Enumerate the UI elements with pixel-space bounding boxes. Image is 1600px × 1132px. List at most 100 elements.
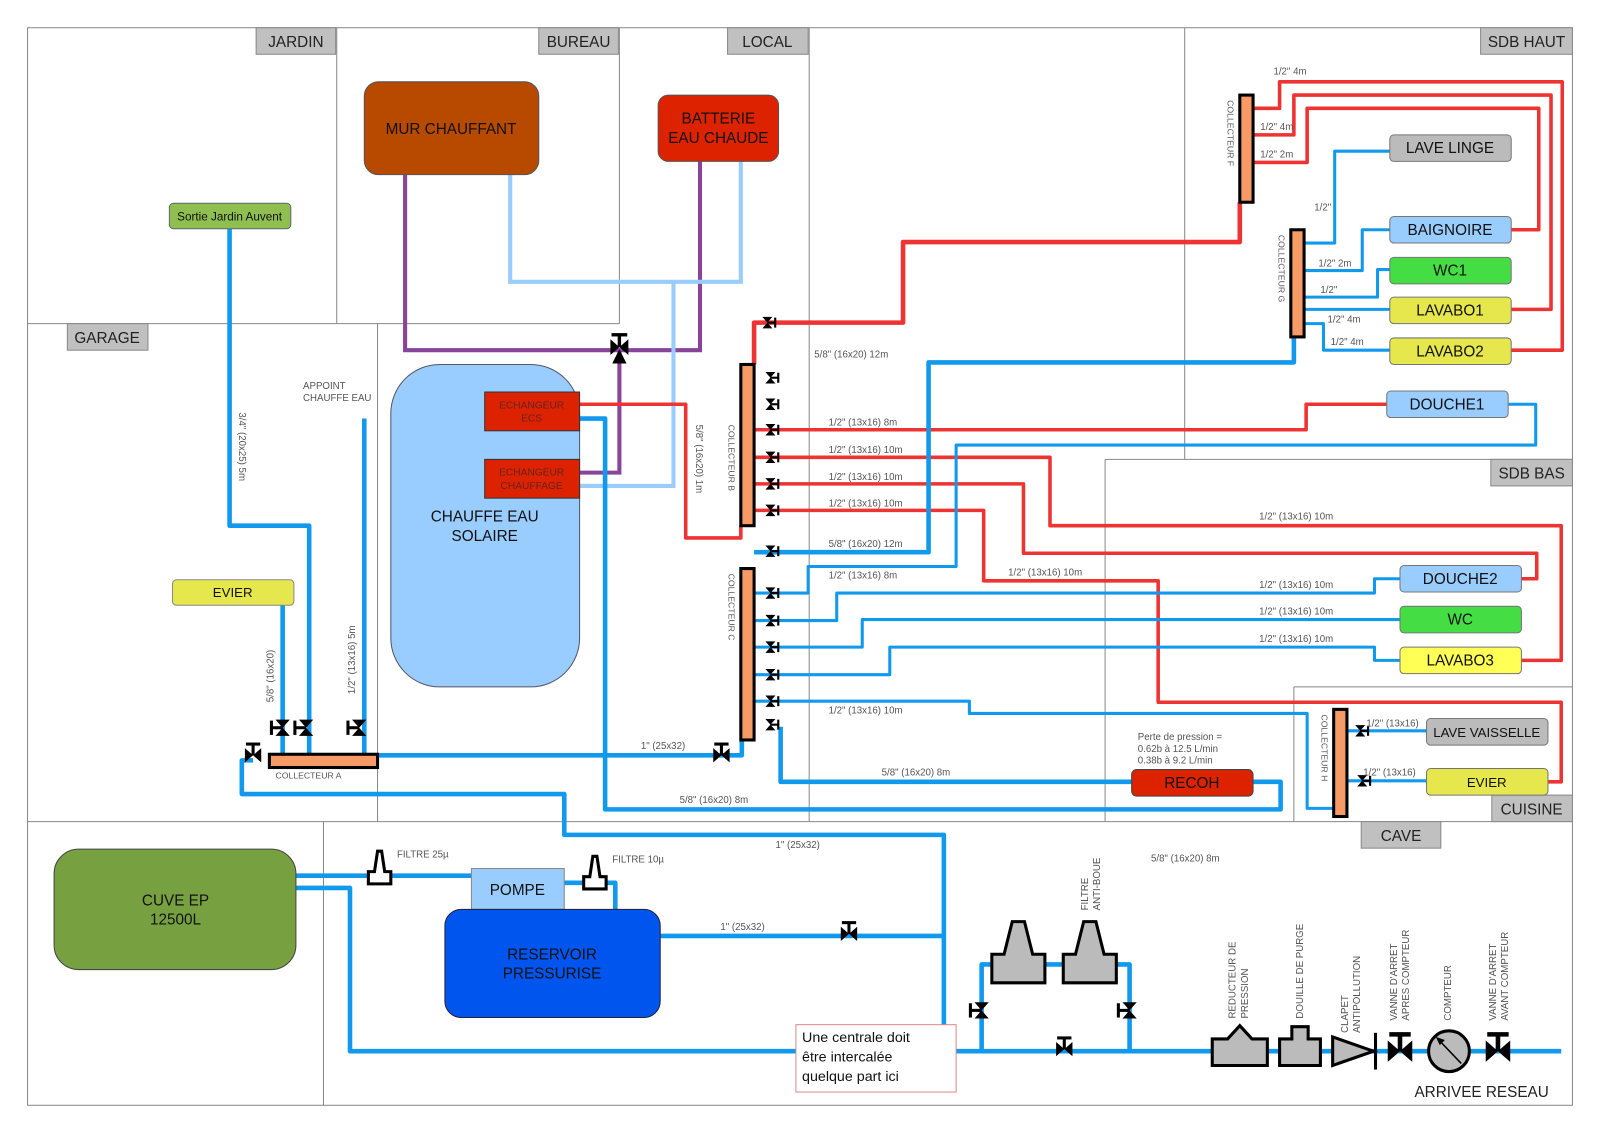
svg-text:1/2" 4m: 1/2" 4m [1260, 122, 1293, 133]
svg-text:GARAGE: GARAGE [74, 330, 139, 347]
filter-10-label: FILTRE 10µ [612, 854, 664, 865]
svg-text:COMPTEUR: COMPTEUR [1443, 965, 1454, 1020]
svg-text:3/4" (20x25) 5m: 3/4" (20x25) 5m [236, 412, 247, 481]
douille-purge-icon [1278, 1025, 1322, 1068]
valve-icon[interactable] [711, 742, 732, 764]
svg-text:1/2" (13x16): 1/2" (13x16) [1363, 768, 1415, 779]
room-label-sdb-haut: SDB HAUT [1480, 27, 1573, 55]
fixture-lavabo2: LAVABO2 [1389, 337, 1512, 365]
svg-text:1/2" (13x16) 10m: 1/2" (13x16) 10m [1259, 606, 1333, 617]
svg-text:EVIER: EVIER [1467, 775, 1507, 790]
svg-text:EVIER: EVIER [213, 585, 253, 600]
svg-text:SDB BAS: SDB BAS [1498, 466, 1564, 483]
svg-text:LAVABO2: LAVABO2 [1416, 343, 1483, 360]
svg-text:DOUCHE1: DOUCHE1 [1410, 396, 1485, 413]
appoint-label: CHAUFFE EAU [303, 393, 371, 404]
svg-text:1/2": 1/2" [1314, 202, 1331, 213]
reducteur-pression-icon [1210, 1023, 1269, 1068]
svg-text:SDB HAUT: SDB HAUT [1488, 34, 1565, 51]
collecteur-b: COLLECTEUR B [727, 362, 756, 528]
svg-text:LAVE LINGE: LAVE LINGE [1406, 140, 1494, 157]
svg-text:CAVE: CAVE [1381, 828, 1422, 845]
valve-icon[interactable] [764, 397, 780, 412]
hot-water-pipes [579, 80, 1565, 784]
svg-text:1/2" (13x16) 5m: 1/2" (13x16) 5m [347, 625, 358, 694]
svg-text:CHAUFFE EAU: CHAUFFE EAU [431, 509, 539, 526]
svg-text:1/2" 4m: 1/2" 4m [1331, 337, 1364, 348]
svg-text:APRES COMPTEUR: APRES COMPTEUR [1401, 930, 1412, 1021]
chauffe-eau-solaire: CHAUFFE EAU SOLAIRE [390, 363, 581, 688]
svg-text:RESERVOIR: RESERVOIR [507, 946, 597, 963]
svg-text:1/2" 4m: 1/2" 4m [1328, 315, 1361, 326]
mur-chauffant: MUR CHAUFFANT [363, 81, 540, 176]
svg-text:COLLECTEUR C: COLLECTEUR C [727, 574, 737, 641]
echangeur-chauffage: ECHANGEUR CHAUFFAGE [484, 458, 581, 499]
compteur-icon [1427, 1029, 1471, 1074]
room-label-cuisine: CUISINE [1491, 794, 1573, 823]
valve-icon[interactable] [1116, 1000, 1139, 1021]
vanne-apres-compteur-icon[interactable] [1388, 1034, 1412, 1062]
collecteur-h: COLLECTEUR H [1319, 707, 1349, 819]
collecteur-c: COLLECTEUR C [727, 567, 756, 742]
collecteur-a: COLLECTEUR A [267, 752, 380, 781]
svg-text:CUVE EP: CUVE EP [142, 892, 209, 909]
valve-icon[interactable] [839, 921, 859, 943]
pompe: POMPE [470, 868, 565, 910]
filter-10-icon [582, 854, 608, 891]
filter-25-label: FILTRE 25µ [397, 849, 449, 860]
fixture-wc: WC [1399, 605, 1522, 634]
anti-boue-filter-icon [1061, 920, 1118, 985]
perte-pression-text: 0.62b à 12.5 L/min [1138, 744, 1218, 755]
svg-text:ECS: ECS [521, 414, 542, 425]
svg-text:ANTIPOLLUTION: ANTIPOLLUTION [1352, 956, 1363, 1033]
svg-text:1/2" (13x16): 1/2" (13x16) [1366, 719, 1418, 730]
valve-icon[interactable] [764, 717, 780, 732]
svg-text:REDUCTEUR DE: REDUCTEUR DE [1228, 941, 1239, 1019]
svg-text:COLLECTEUR A: COLLECTEUR A [276, 771, 342, 781]
fixture-lave-linge: LAVE LINGE [1389, 134, 1512, 162]
reservoir-pressurise: RESERVOIR PRESSURISE [444, 908, 661, 1019]
filter-25-icon [366, 849, 393, 886]
anti-boue-label: ANTI-BOUE [1092, 857, 1103, 910]
svg-text:1/2": 1/2" [1320, 285, 1337, 296]
valve-icon[interactable] [1054, 1036, 1074, 1058]
room-label-garage: GARAGE [66, 323, 149, 351]
inlet-device-labels: REDUCTEUR DE PRESSION DOUILLE DE PURGE C… [1228, 923, 1511, 1033]
fixture-wc1: WC1 [1389, 256, 1512, 285]
perte-pression-text: Perte de pression = [1138, 732, 1223, 743]
valves [243, 315, 1372, 1058]
svg-text:BUREAU: BUREAU [547, 34, 611, 51]
valve-icon[interactable] [269, 718, 292, 738]
room-label-cave: CAVE [1360, 821, 1442, 849]
svg-text:BAIGNOIRE: BAIGNOIRE [1408, 222, 1493, 239]
room-label-sdb-bas: SDB BAS [1490, 458, 1573, 487]
cuve-ep: CUVE EP 12500L [53, 848, 297, 971]
svg-text:5/8" (16x20) 12m: 5/8" (16x20) 12m [829, 539, 903, 550]
svg-text:AVANT COMPTEUR: AVANT COMPTEUR [1500, 932, 1511, 1021]
svg-text:PRESSION: PRESSION [1240, 968, 1251, 1018]
valve-icon[interactable] [968, 1000, 991, 1021]
svg-text:LAVABO1: LAVABO1 [1416, 302, 1483, 319]
svg-text:COLLECTEUR B: COLLECTEUR B [727, 425, 737, 492]
valve-icon[interactable] [764, 370, 780, 385]
svg-text:1/2" (13x16) 10m: 1/2" (13x16) 10m [829, 705, 903, 716]
svg-text:CLAPET: CLAPET [1340, 995, 1351, 1033]
svg-text:1/2" 4m: 1/2" 4m [1273, 67, 1306, 78]
vanne-avant-compteur-icon[interactable] [1486, 1034, 1510, 1062]
svg-text:1" (25x32): 1" (25x32) [776, 840, 820, 851]
fixture-lave-vaisselle: LAVE VAISSELLE [1426, 718, 1549, 746]
pipe-labels: 3/4" (20x25) 5m 5/8" (16x20) 1/2" (13x16… [236, 67, 1419, 933]
svg-text:COLLECTEUR H: COLLECTEUR H [1319, 714, 1329, 781]
three-way-valve-icon [612, 349, 627, 364]
svg-text:ECHANGEUR: ECHANGEUR [499, 400, 564, 411]
svg-text:1/2" (13x16) 10m: 1/2" (13x16) 10m [1008, 568, 1082, 579]
fixture-douche2: DOUCHE2 [1399, 564, 1522, 593]
collecteur-g: COLLECTEUR G [1277, 228, 1306, 339]
svg-text:1/2" (13x16) 10m: 1/2" (13x16) 10m [829, 498, 903, 509]
appoint-label: APPOINT [303, 381, 346, 392]
svg-text:EAU CHAUDE: EAU CHAUDE [668, 130, 768, 147]
svg-text:1/2" (13x16) 10m: 1/2" (13x16) 10m [829, 445, 903, 456]
perte-pression-text: 0.38b à 9.2 L/min [1138, 755, 1213, 766]
svg-text:5/8" (16x20) 8m: 5/8" (16x20) 8m [882, 768, 951, 779]
